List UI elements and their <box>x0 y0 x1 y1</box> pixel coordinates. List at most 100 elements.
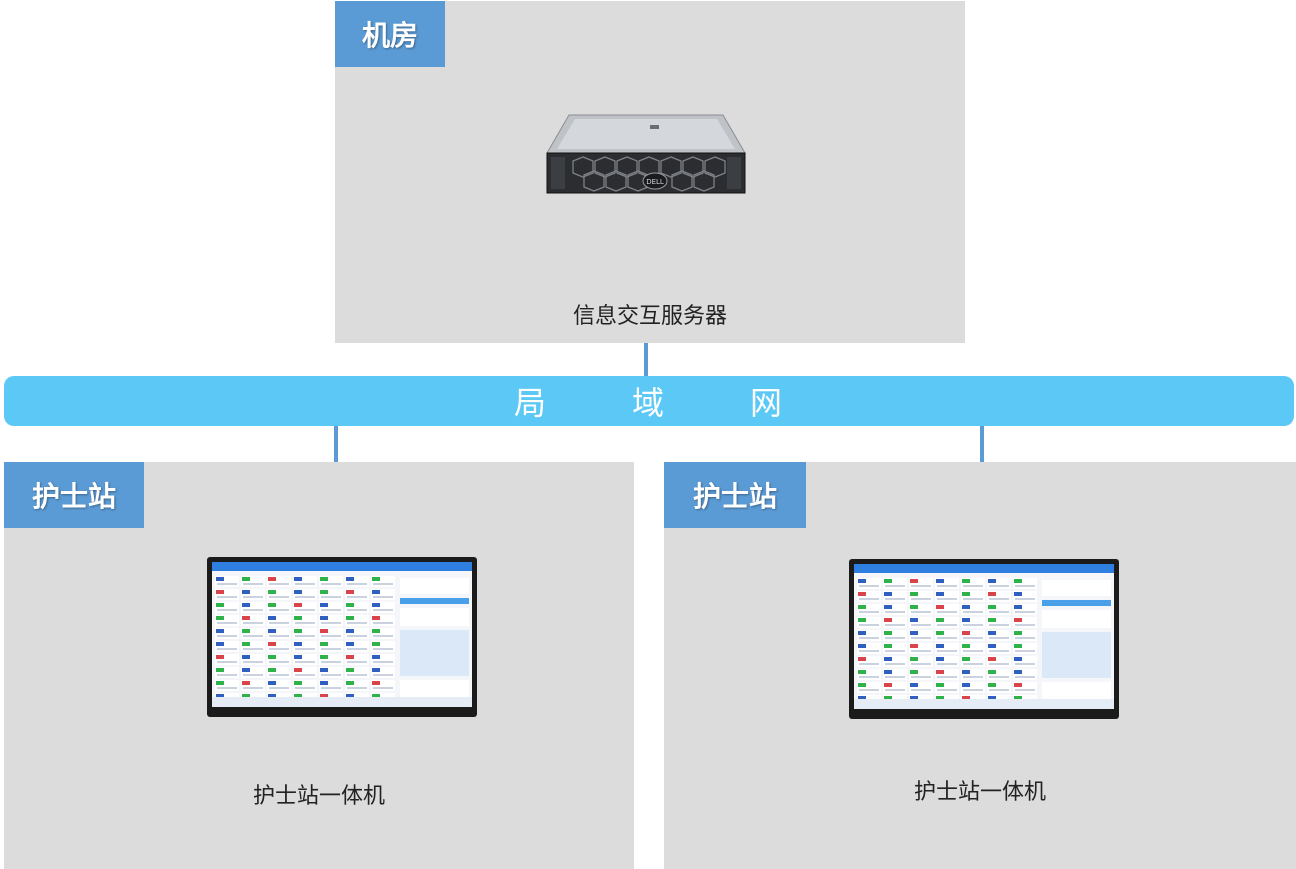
bed-cell <box>857 643 881 654</box>
right-station-connector <box>980 425 984 462</box>
bed-cell <box>1013 669 1037 680</box>
bed-cell <box>857 604 881 615</box>
bed-cell <box>961 578 985 589</box>
terminal-icon-left <box>207 557 477 717</box>
bed-cell <box>987 604 1011 615</box>
bed-cell <box>267 628 291 639</box>
bed-cell <box>1013 604 1037 615</box>
bed-cell <box>241 654 265 665</box>
bed-cell <box>319 628 343 639</box>
bed-cell <box>267 615 291 626</box>
nurse-station-caption-left: 护士站一体机 <box>4 778 634 810</box>
bed-cell <box>935 669 959 680</box>
bed-cell <box>987 643 1011 654</box>
bed-cell <box>961 643 985 654</box>
bed-cell <box>319 641 343 652</box>
bed-cell <box>293 589 317 600</box>
bed-cell <box>935 643 959 654</box>
bed-cell <box>987 656 1011 667</box>
bed-cell <box>267 680 291 691</box>
bed-cell <box>241 576 265 587</box>
bed-cell <box>909 656 933 667</box>
bed-cell <box>371 615 395 626</box>
bed-grid-right <box>857 578 1037 706</box>
bed-cell <box>987 630 1011 641</box>
bed-cell <box>215 589 239 600</box>
bed-cell <box>319 680 343 691</box>
bed-cell <box>883 630 907 641</box>
bed-cell <box>215 628 239 639</box>
bed-cell <box>267 602 291 613</box>
bed-cell <box>215 680 239 691</box>
bed-cell <box>267 576 291 587</box>
bed-cell <box>961 656 985 667</box>
svg-text:DELL: DELL <box>646 178 664 186</box>
bed-cell <box>935 656 959 667</box>
bed-cell <box>1013 591 1037 602</box>
bed-cell <box>345 641 369 652</box>
server-caption: 信息交互服务器 <box>335 298 965 330</box>
bed-cell <box>293 615 317 626</box>
bed-cell <box>371 589 395 600</box>
bed-cell <box>1013 656 1037 667</box>
lan-char-2: 域 <box>632 378 666 424</box>
bed-cell <box>345 602 369 613</box>
bed-cell <box>241 628 265 639</box>
bed-cell <box>1013 643 1037 654</box>
bed-cell <box>345 680 369 691</box>
bed-cell <box>293 654 317 665</box>
bed-cell <box>961 604 985 615</box>
bed-cell <box>909 578 933 589</box>
bed-cell <box>883 617 907 628</box>
nurse-station-caption-right: 护士站一体机 <box>664 774 1296 806</box>
bed-grid-left <box>215 576 395 704</box>
bed-cell <box>345 576 369 587</box>
bed-cell <box>241 602 265 613</box>
bed-cell <box>935 591 959 602</box>
bed-cell <box>935 604 959 615</box>
nurse-station-tag-right: 护士站 <box>664 462 806 528</box>
bed-cell <box>371 667 395 678</box>
bed-cell <box>319 667 343 678</box>
bed-cell <box>1013 682 1037 693</box>
lan-char-1: 局 <box>514 378 548 424</box>
bed-cell <box>883 578 907 589</box>
bed-cell <box>987 578 1011 589</box>
bed-cell <box>935 617 959 628</box>
bed-cell <box>267 641 291 652</box>
bed-cell <box>883 643 907 654</box>
bed-cell <box>319 589 343 600</box>
bed-cell <box>293 680 317 691</box>
bed-cell <box>883 656 907 667</box>
nurse-station-tag-left: 护士站 <box>4 462 144 528</box>
bed-cell <box>345 628 369 639</box>
bed-cell <box>215 602 239 613</box>
bed-cell <box>909 682 933 693</box>
bed-cell <box>857 630 881 641</box>
bed-cell <box>935 682 959 693</box>
server-room-tag: 机房 <box>335 1 445 67</box>
bed-cell <box>371 628 395 639</box>
bed-cell <box>1013 617 1037 628</box>
bed-cell <box>293 641 317 652</box>
bed-cell <box>267 667 291 678</box>
bed-cell <box>987 682 1011 693</box>
bed-cell <box>1013 578 1037 589</box>
bed-cell <box>909 669 933 680</box>
bed-cell <box>909 604 933 615</box>
bed-cell <box>319 615 343 626</box>
lan-bar: 局 域 网 <box>4 376 1294 426</box>
bed-cell <box>241 615 265 626</box>
bed-cell <box>987 669 1011 680</box>
bed-cell <box>215 654 239 665</box>
bed-cell <box>215 667 239 678</box>
bed-cell <box>371 641 395 652</box>
bed-cell <box>857 617 881 628</box>
bed-cell <box>345 589 369 600</box>
bed-cell <box>987 617 1011 628</box>
bed-cell <box>1013 630 1037 641</box>
bed-cell <box>883 669 907 680</box>
bed-cell <box>371 654 395 665</box>
bed-cell <box>345 667 369 678</box>
bed-cell <box>857 669 881 680</box>
